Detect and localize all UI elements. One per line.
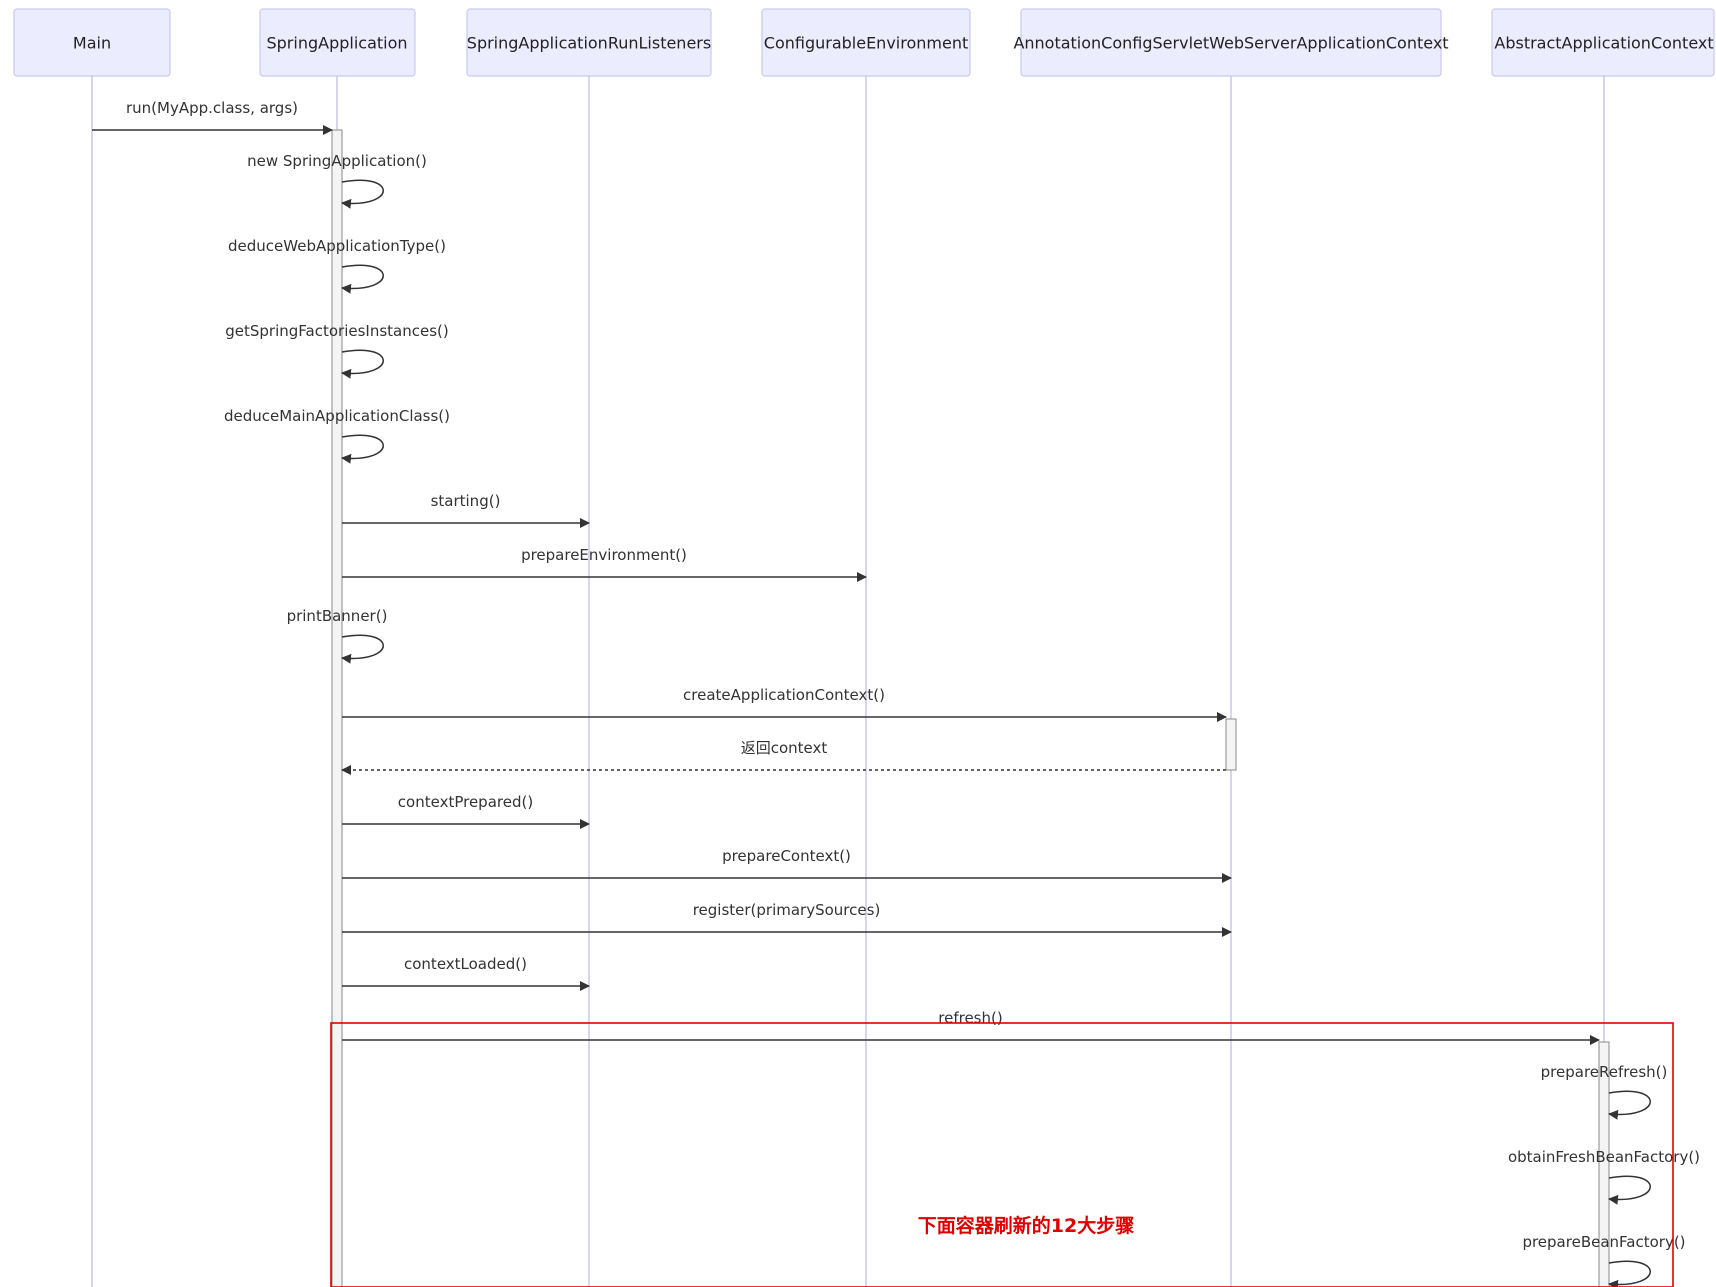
message-2: new SpringApplication() (247, 152, 427, 209)
self-call-arrow (1608, 1260, 1651, 1287)
message-label: obtainFreshBeanFactory() (1508, 1148, 1700, 1166)
message-11: contextPrepared() (342, 793, 590, 829)
message-7: prepareEnvironment() (342, 546, 867, 582)
message-label: prepareEnvironment() (521, 546, 687, 564)
message-label: getSpringFactoriesInstances() (225, 322, 448, 340)
activation-bar-absctx (1598, 1041, 1610, 1287)
message-label: contextLoaded() (404, 955, 527, 973)
self-call-arrow (341, 634, 384, 664)
participant-box (1491, 8, 1715, 77)
participant-listeners: SpringApplicationRunListeners (466, 8, 712, 77)
message-label: register(primarySources) (693, 901, 881, 919)
message-label: refresh() (938, 1009, 1002, 1027)
message-label: createApplicationContext() (683, 686, 885, 704)
message-label: prepareContext() (722, 847, 851, 865)
participant-label: SpringApplicationRunListeners (467, 34, 711, 53)
activation-bar-springapp (331, 129, 343, 1287)
participant-label: Main (73, 34, 111, 53)
message-label: new SpringApplication() (247, 152, 427, 170)
self-call-arrow (341, 434, 384, 464)
message-label: starting() (431, 492, 501, 510)
participant-label: SpringApplication (266, 34, 407, 53)
message-label: run(MyApp.class, args) (126, 99, 298, 117)
message-9: createApplicationContext() (342, 686, 1227, 722)
message-17: obtainFreshBeanFactory() (1508, 1148, 1700, 1205)
lifelines (91, 76, 1605, 1287)
participant-box (259, 8, 416, 77)
message-1: run(MyApp.class, args) (92, 99, 333, 135)
message-18: prepareBeanFactory() (1522, 1233, 1686, 1287)
message-label: 返回context (741, 739, 828, 757)
message-5: deduceMainApplicationClass() (224, 407, 450, 464)
message-6: starting() (342, 492, 590, 528)
message-label: printBanner() (287, 607, 388, 625)
participant-box (466, 8, 712, 77)
participant-main: Main (13, 8, 171, 77)
participant-box (1020, 8, 1442, 77)
participant-springapp: SpringApplication (259, 8, 416, 77)
message-12: prepareContext() (342, 847, 1232, 883)
participant-absctx: AbstractApplicationContext (1491, 8, 1715, 77)
message-15: refresh() (342, 1009, 1600, 1045)
message-3: deduceWebApplicationType() (228, 237, 446, 294)
participant-label: AnnotationConfigServletWebServerApplicat… (1013, 34, 1448, 53)
message-14: contextLoaded() (342, 955, 590, 991)
activation-bar-annoctx (1225, 718, 1237, 771)
participant-annoctx: AnnotationConfigServletWebServerApplicat… (1013, 8, 1449, 77)
participant-label: ConfigurableEnvironment (764, 34, 968, 53)
message-4: getSpringFactoriesInstances() (225, 322, 449, 379)
message-label: prepareBeanFactory() (1522, 1233, 1685, 1251)
message-10: 返回context (341, 739, 1226, 775)
participant-box (13, 8, 171, 77)
message-13: register(primarySources) (342, 901, 1232, 937)
self-call-arrow (1608, 1090, 1651, 1120)
participants: Main SpringApplication SpringApplicationRu… (13, 8, 1715, 77)
participant-box (761, 8, 971, 77)
highlight-box (330, 1022, 1674, 1287)
message-label: deduceMainApplicationClass() (224, 407, 450, 425)
activation-bars (331, 129, 1610, 1287)
self-call-arrow (1608, 1175, 1651, 1205)
self-call-arrow (341, 349, 384, 379)
self-call-arrow (341, 264, 384, 294)
participant-label: AbstractApplicationContext (1494, 34, 1713, 53)
refresh-highlight: 下面容器刷新的12大步骤 (330, 1022, 1674, 1287)
message-label: prepareRefresh() (1541, 1063, 1668, 1081)
message-label: contextPrepared() (398, 793, 533, 811)
participant-env: ConfigurableEnvironment (761, 8, 971, 77)
highlight-label: 下面容器刷新的12大步骤 (918, 1214, 1134, 1237)
message-label: deduceWebApplicationType() (228, 237, 446, 255)
message-8: printBanner() (287, 607, 388, 664)
messages: run(MyApp.class, args) new SpringApplicat… (92, 99, 1700, 1287)
message-16: prepareRefresh() (1541, 1063, 1668, 1120)
self-call-arrow (341, 179, 384, 209)
